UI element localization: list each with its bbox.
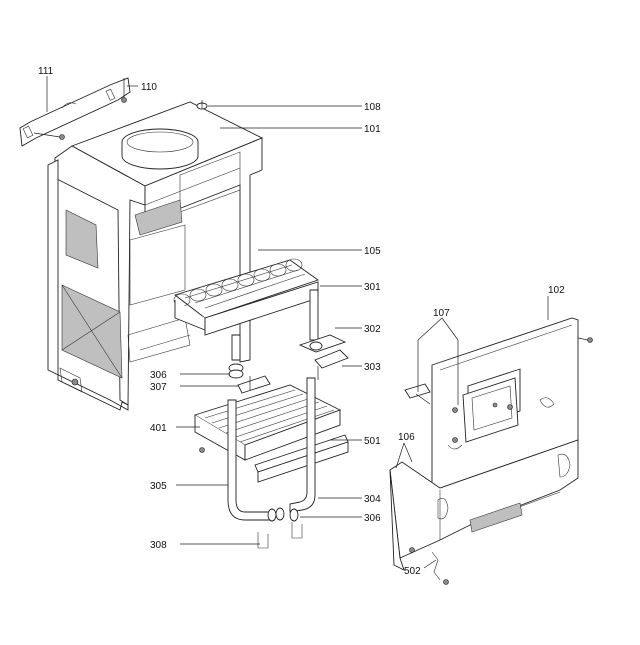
label-304: 304 [364,494,381,505]
label-305: 305 [150,481,167,492]
part-308-clip [257,522,303,549]
label-502: 502 [404,566,421,577]
part-111-wall-bracket [19,77,131,147]
part-102-front-cover [431,317,579,489]
label-303: 303 [364,362,381,373]
label-308: 308 [150,540,167,551]
label-111: 111 [38,66,54,77]
part-304-pipe [289,377,316,513]
label-301: 301 [364,282,381,293]
part-306-seal-lower [267,507,299,522]
label-108: 108 [364,102,381,113]
label-306-lower: 306 [364,513,381,524]
part-101-flue-hood [47,101,264,411]
label-107: 107 [433,308,450,319]
label-106: 106 [398,432,415,443]
label-110: 110 [141,82,157,93]
part-108-screw [196,100,208,110]
labels: 111 110 108 101 105 301 302 303 306 307 … [38,66,565,577]
leader-lines [46,76,549,569]
part-303-fitting [314,349,349,380]
part-110-screw [121,78,127,103]
label-401: 401 [150,423,167,434]
part-301-heat-exchanger [173,258,319,361]
part-502-screw [431,551,449,585]
label-105: 105 [364,246,381,257]
label-306-upper: 306 [150,370,167,381]
label-501: 501 [364,436,381,447]
part-screw-right [577,337,593,343]
label-101: 101 [364,124,381,135]
label-102: 102 [548,285,565,296]
part-306-seal-upper [228,363,244,379]
part-307-clip [237,375,271,394]
label-307: 307 [150,382,167,393]
label-302: 302 [364,324,381,335]
part-106-control-tray [389,439,579,571]
part-107-electrode [404,383,431,405]
part-302-fitting [298,334,347,353]
